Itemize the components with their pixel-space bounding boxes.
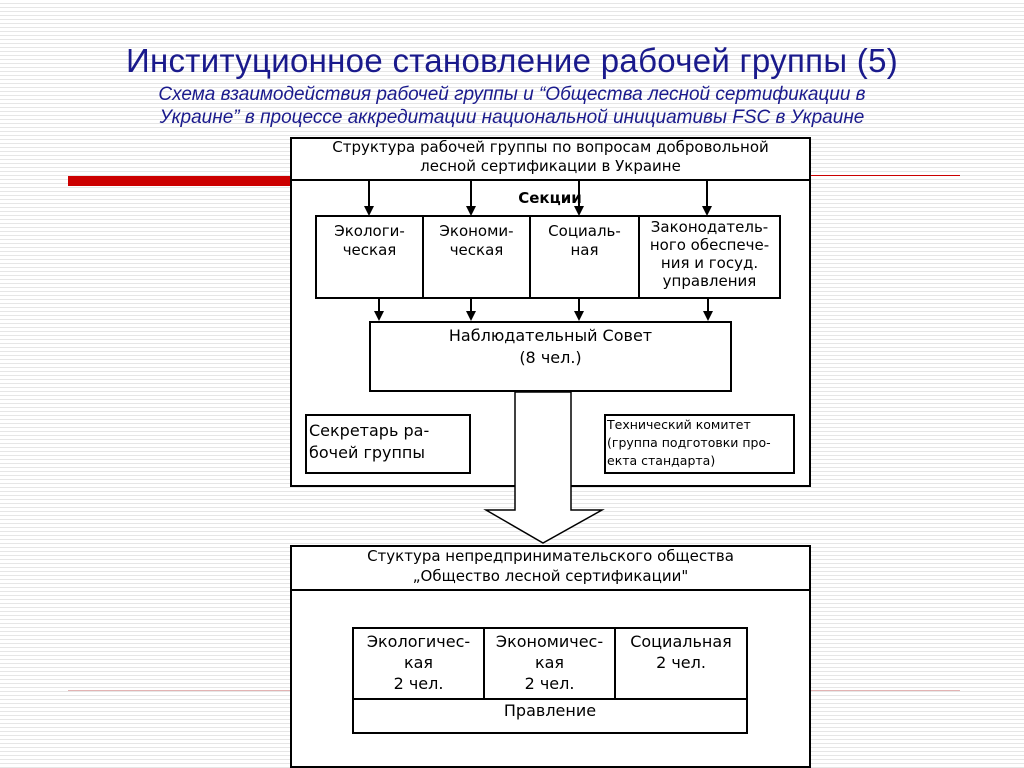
board-text-line: (8 чел.)	[519, 348, 582, 367]
secretary-box	[305, 414, 471, 474]
board-text-line: Наблюдательный Совет	[448, 326, 653, 345]
section-text-line: ческая	[342, 241, 397, 259]
chamber-ecological	[354, 629, 485, 699]
section-text-line: Экономи-	[439, 222, 514, 240]
secretary-text-line: бочей группы	[309, 443, 426, 462]
sections-row	[315, 215, 781, 299]
section-text-line: Экологи-	[334, 222, 405, 240]
transition-arrow	[483, 391, 605, 544]
chamber-economic	[485, 629, 616, 699]
section-social-label: Социаль- ная	[531, 222, 638, 260]
secretary-label: Секретарь ра- бочей группы	[309, 420, 469, 464]
supervisory-board	[369, 321, 732, 392]
section-legislative-label: Законодатель- ного обеспече- ния и госуд…	[640, 218, 779, 290]
section-text-line: ческая	[449, 241, 504, 259]
section-text-line: ния и госуд.	[660, 254, 759, 272]
sections-label: Секции	[518, 189, 582, 207]
society-header-line: „Общество лесной сертификации"	[412, 567, 689, 585]
chamber-text-line: 2 чел.	[524, 674, 575, 693]
chamber-text-line: 2 чел.	[656, 653, 706, 672]
section-text-line: Законодатель-	[650, 218, 769, 236]
chamber-economic-label: Экономичес- кая 2 чел.	[485, 631, 614, 694]
chamber-social-label: Социальная 2 чел.	[616, 631, 746, 673]
chambers-table	[352, 627, 748, 734]
arrow-head	[466, 311, 476, 321]
arrow-social-to-board	[578, 299, 580, 311]
footer-line-left	[68, 690, 290, 691]
chamber-text-line: Экологичес-	[366, 632, 471, 651]
accent-bar	[68, 176, 293, 186]
technical-committee-label: Технический комитет (группа подготовки п…	[607, 416, 795, 470]
header-divider	[290, 179, 811, 181]
arrow-head	[574, 311, 584, 321]
technical-committee-box	[604, 414, 795, 474]
footer-line-right	[810, 690, 960, 691]
section-text-line: управления	[662, 272, 757, 290]
arrow-head	[703, 311, 713, 321]
committee-text-line: Технический комитет	[607, 417, 751, 432]
committee-text-line: екта стандарта)	[607, 453, 716, 468]
section-ecological-label: Экологи- ческая	[317, 222, 422, 260]
board-label: Правление	[503, 701, 597, 720]
arrow-head	[702, 206, 712, 216]
slide-title: Институционное становление рабочей групп…	[125, 42, 899, 79]
arrow-header-to-legislative	[706, 181, 708, 206]
section-text-line: ная	[570, 241, 599, 259]
section-text-line: Социаль-	[548, 222, 621, 240]
arrow-head	[574, 206, 584, 216]
header-line-2: лесной сертификации в Украине	[420, 157, 681, 175]
working-group-header: Структура рабочей группы по вопросам доб…	[292, 138, 809, 176]
secretary-text-line: Секретарь ра-	[309, 421, 430, 440]
arrow-head	[374, 311, 384, 321]
section-ecological	[317, 217, 424, 297]
arrow-head	[364, 206, 374, 216]
section-text-line: ного обеспече-	[649, 236, 770, 254]
chamber-text-line: 2 чел.	[393, 674, 444, 693]
section-economic-label: Экономи- ческая	[424, 222, 529, 260]
chamber-text-line: кая	[403, 653, 434, 672]
chamber-text-line: Экономичес-	[495, 632, 604, 651]
arrow-legislative-to-board	[707, 299, 709, 311]
arrow-header-to-social	[578, 181, 580, 206]
accent-line-right	[810, 175, 960, 176]
subtitle-line-1: Схема взаимодействия рабочей группы и “О…	[158, 84, 866, 105]
arrow-header-to-ecological	[368, 181, 370, 206]
chamber-text-line: кая	[534, 653, 565, 672]
chamber-ecological-label: Экологичес- кая 2 чел.	[354, 631, 483, 694]
arrow-head	[466, 206, 476, 216]
slide-subtitle: Схема взаимодействия рабочей группы и “О…	[80, 83, 944, 129]
society-header-divider	[290, 589, 811, 591]
arrow-header-to-economic	[470, 181, 472, 206]
section-economic	[424, 217, 531, 297]
header-line-1: Структура рабочей группы по вопросам доб…	[332, 138, 769, 156]
section-social	[531, 217, 640, 297]
subtitle-line-2: Украине” в процессе аккредитации национа…	[159, 107, 865, 128]
arrow-ecological-to-board	[378, 299, 380, 311]
supervisory-board-label: Наблюдательный Совет (8 чел.)	[371, 325, 730, 369]
committee-text-line: (группа подготовки про-	[607, 435, 771, 450]
arrow-economic-to-board	[470, 299, 472, 311]
society-header: Стуктура непредпринимательского общества…	[292, 546, 809, 586]
board-divider	[352, 698, 748, 700]
society-header-line: Стуктура непредпринимательского общества	[367, 547, 734, 565]
chamber-text-line: Социальная	[630, 632, 732, 651]
